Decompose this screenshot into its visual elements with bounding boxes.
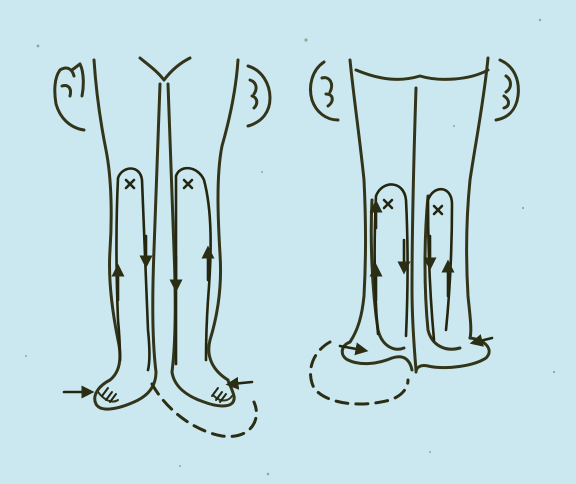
figure <box>0 0 576 484</box>
paper-background <box>0 0 576 484</box>
leg-massage-diagram <box>0 0 576 484</box>
